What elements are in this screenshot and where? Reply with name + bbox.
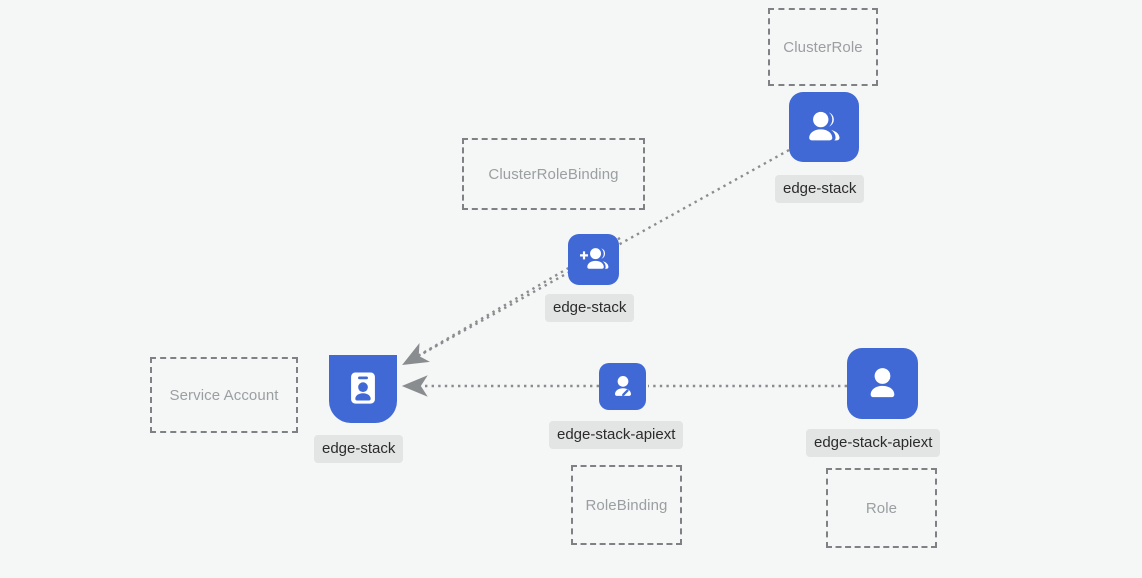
- kind-box-clusterrole-box: ClusterRole: [768, 8, 878, 86]
- kind-box-rolebinding-box: RoleBinding: [571, 465, 682, 545]
- node-name-chip: edge-stack: [314, 435, 404, 463]
- id-badge-icon[interactable]: [329, 355, 397, 423]
- kind-label: RoleBinding: [585, 496, 668, 514]
- user-edit-icon[interactable]: [599, 363, 646, 410]
- node-name-chip: edge-stack: [545, 294, 635, 322]
- user-add-icon[interactable]: [568, 234, 619, 285]
- node-name-chip: edge-stack: [775, 175, 865, 203]
- user-icon[interactable]: [847, 348, 918, 419]
- kind-label: Service Account: [169, 386, 279, 404]
- node-name-chip: edge-stack-apiext: [806, 429, 941, 457]
- kind-box-role-box: Role: [826, 468, 937, 548]
- node-name-chip: edge-stack-apiext: [549, 421, 684, 449]
- kind-label: ClusterRoleBinding: [488, 165, 619, 183]
- kind-box-serviceaccount-box: Service Account: [150, 357, 298, 433]
- kind-label: Role: [865, 499, 898, 517]
- kind-box-clusterrolebinding-box: ClusterRoleBinding: [462, 138, 645, 210]
- kind-label: ClusterRole: [783, 38, 863, 56]
- users-group-icon[interactable]: [789, 92, 859, 162]
